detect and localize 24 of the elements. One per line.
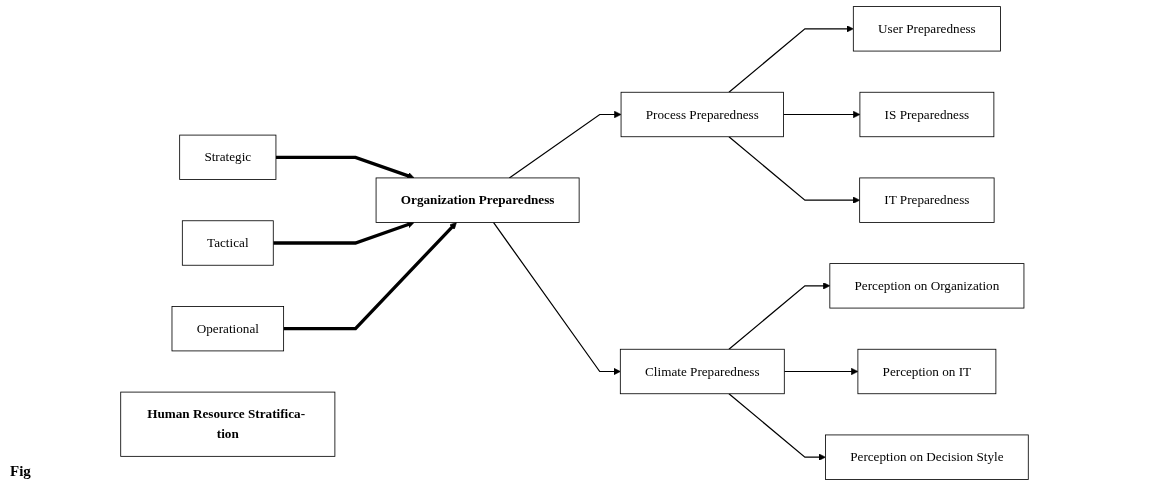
arrow [782, 110, 861, 119]
arrow [728, 25, 854, 93]
figure-label: Fig [10, 463, 31, 479]
arrow [283, 222, 457, 331]
node-box: Human Resource Stratifica- tion [120, 391, 336, 457]
arrow [273, 221, 415, 245]
node-box: Perception on Decision Style [825, 434, 1029, 480]
node-box: Operational [171, 306, 285, 352]
node-box: Strategic [179, 134, 277, 180]
node-box: Process Preparedness [620, 91, 784, 138]
arrow [728, 282, 831, 350]
arrow [728, 393, 826, 461]
node-box: Perception on Organization [829, 263, 1025, 309]
arrow [783, 367, 859, 376]
node-box: Tactical [181, 220, 274, 266]
arrow [728, 136, 860, 204]
node-box: Climate Preparedness [619, 348, 785, 395]
arrow [492, 221, 621, 376]
node-box: User Preparedness [852, 6, 1001, 52]
node-box: IT Preparedness [859, 177, 995, 223]
node-box: Organization Preparedness [375, 177, 580, 223]
arrow [508, 110, 622, 179]
node-box: IS Preparedness [859, 91, 995, 138]
node-box: Perception on IT [857, 348, 997, 395]
